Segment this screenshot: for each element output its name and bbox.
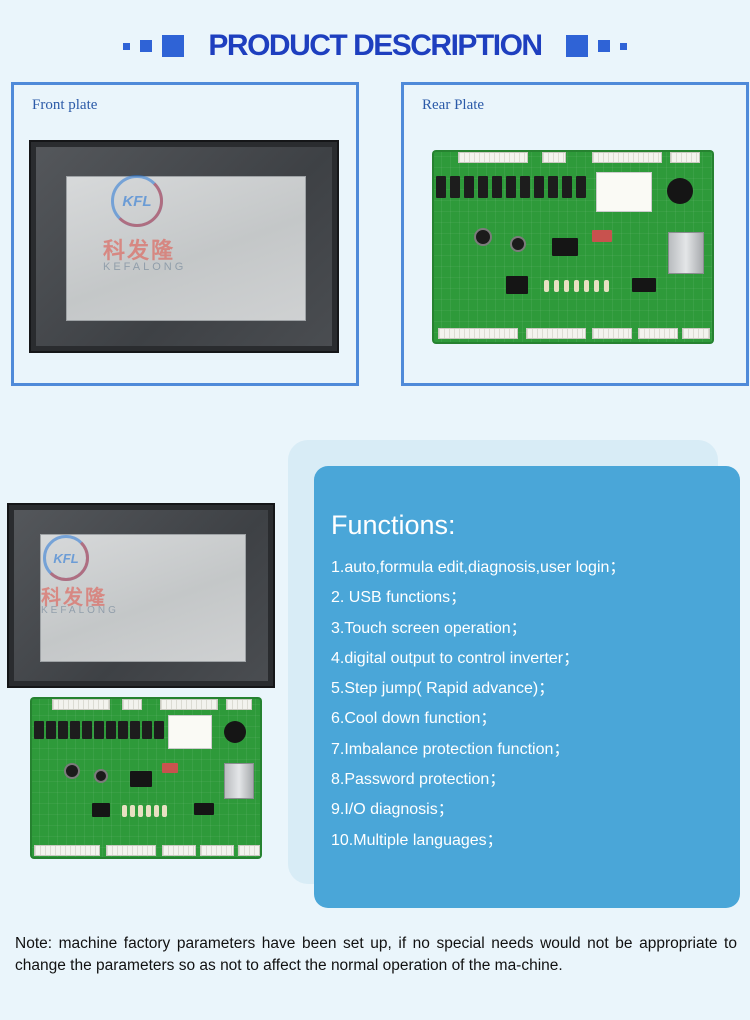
watermark-en: KEFALONG	[41, 605, 119, 616]
decor-square-icon	[140, 40, 153, 52]
front-plate-label: Front plate	[32, 97, 98, 113]
function-item: 10.Multiple languages；	[331, 831, 503, 849]
decor-square-icon	[565, 35, 588, 57]
watermark-en: KEFALONG	[103, 261, 187, 273]
front-plate-panel: Front plate KFL 科发隆 KEFALONG	[11, 82, 359, 386]
controller-pcb-image	[30, 697, 262, 859]
page-title: PRODUCT DESCRIPTION	[208, 29, 543, 62]
rear-plate-panel: Rear Plate	[401, 82, 749, 386]
function-item: 2. USB functions；	[331, 589, 467, 607]
functions-card: Functions: 1.auto,formula edit,diagnosis…	[314, 466, 740, 908]
functions-list: 1.auto,formula edit,diagnosis,user login…	[331, 558, 625, 861]
function-item: 6.Cool down function；	[331, 710, 497, 728]
function-item: 8.Password protection；	[331, 771, 506, 789]
function-item: 7.Imbalance protection function；	[331, 740, 570, 758]
rear-plate-label: Rear Plate	[422, 97, 485, 113]
note-text: Note: machine factory parameters have be…	[15, 935, 737, 974]
function-item: 3.Touch screen operation；	[331, 619, 527, 637]
decor-square-icon	[597, 40, 610, 52]
touch-screen-glass: KFL 科发隆 KEFALONG	[40, 534, 246, 662]
decor-square-icon	[162, 35, 185, 57]
function-item: 4.digital output to control inverter；	[331, 649, 580, 667]
touch-screen-glass: KFL 科发隆 KEFALONG	[66, 175, 306, 321]
touch-panel-image: KFL 科发隆 KEFALONG	[7, 503, 275, 688]
kfl-logo-icon: KFL	[111, 175, 163, 227]
function-item: 5.Step jump( Rapid advance)；	[331, 680, 555, 698]
front-plate-image: KFL 科发隆 KEFALONG	[29, 140, 339, 353]
function-item: 1.auto,formula edit,diagnosis,user login…	[331, 559, 626, 576]
function-item: 9.I/O diagnosis；	[331, 801, 454, 819]
watermark-cn: 科发隆	[103, 238, 176, 263]
kfl-logo-icon: KFL	[43, 535, 89, 581]
decor-square-icon	[619, 42, 627, 50]
decor-square-icon	[123, 42, 131, 50]
watermark-cn: 科发隆	[41, 587, 107, 609]
functions-title: Functions:	[331, 510, 456, 540]
section-header: PRODUCT DESCRIPTION	[0, 26, 750, 66]
rear-plate-pcb-image	[432, 150, 714, 344]
